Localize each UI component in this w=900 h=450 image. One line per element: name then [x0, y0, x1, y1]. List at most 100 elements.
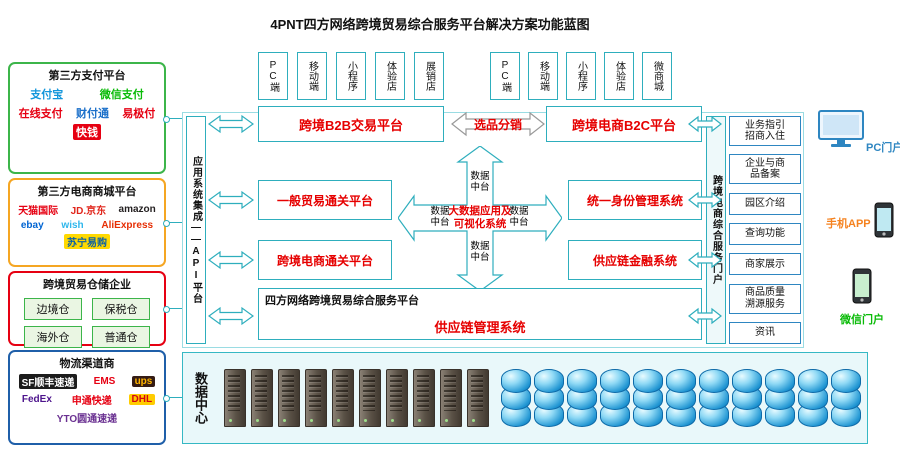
selection-distribution-label: 选品分销 — [473, 117, 522, 132]
mall-logo-grid: 天猫国际 JD.京东 amazon ebay wish AliExpress 苏… — [10, 200, 164, 251]
logo-online-pay: 在线支付 — [18, 108, 63, 120]
server-tower-icon — [386, 369, 408, 427]
database-icon — [567, 369, 597, 427]
channel-label: 小程序 — [345, 61, 357, 91]
server-group — [224, 369, 489, 427]
identity-management-box: 统一身份管理系统 — [568, 180, 702, 220]
data-center-box: 数据中心 — [182, 352, 868, 444]
double-arrow-icon — [207, 306, 255, 331]
logo-amazon: amazon — [118, 204, 156, 215]
database-icon — [600, 369, 630, 427]
warehouse-cell-general: 普通仓 — [92, 326, 150, 348]
database-icon — [831, 369, 861, 427]
server-tower-icon — [413, 369, 435, 427]
mall-panel: 第三方电商商城平台 天猫国际 JD.京东 amazon ebay wish Al… — [8, 178, 166, 267]
mall-panel-title: 第三方电商商城平台 — [37, 186, 137, 198]
logo-ems: EMS — [93, 376, 116, 387]
mobile-app-label: 手机APP — [826, 217, 871, 230]
selection-distribution-arrow: 选品分销 — [450, 109, 546, 139]
database-icon — [765, 369, 795, 427]
database-icon — [633, 369, 663, 427]
server-tower-icon — [278, 369, 300, 427]
portal-bar: 跨境电商综合服务门户 — [706, 116, 726, 344]
logo-jd: JD.京东 — [70, 206, 107, 217]
database-disk — [600, 369, 630, 393]
portal-item-label: 业务指引招商入住 — [745, 119, 785, 143]
channel-b2b-pc: PC端 — [258, 52, 288, 100]
database-disk — [501, 369, 531, 393]
database-disk — [765, 369, 795, 393]
warehouse-panel: 跨境贸易仓储企业 边境仓 保税仓 海外仓 普通仓 — [8, 271, 166, 348]
logo-tenpay: 财付通 — [75, 108, 109, 120]
server-tower-icon — [224, 369, 246, 427]
logistics-logo-grid: SF顺丰速递 EMS ups FedEx 申通快递 DHL YTO圆通速递 — [10, 372, 164, 427]
double-arrow-icon — [688, 306, 722, 331]
warehouse-cell-border: 边境仓 — [24, 298, 82, 320]
service-platform-box: 四方网络跨境贸易综合服务平台 供应链管理系统 — [258, 288, 702, 340]
supply-chain-finance-box: 供应链金融系统 — [568, 240, 702, 280]
smartphone-icon — [874, 202, 894, 243]
double-arrow-icon — [207, 250, 255, 275]
system-label: 一般贸易通关平台 — [276, 193, 373, 208]
system-label: 跨境电商通关平台 — [276, 253, 373, 268]
data-hub-cross: 数据中台 数据中台 数据中台 数据中台 大数据应用及可视化系统 — [397, 145, 563, 292]
channel-b2b-exhibition-store: 展销店 — [414, 52, 444, 100]
data-hub-label-top: 数据中台 — [470, 171, 490, 193]
database-disk — [831, 369, 861, 393]
device-mobile-app: 手机APP — [826, 202, 894, 243]
data-hub-label-bottom: 数据中台 — [470, 241, 490, 263]
server-tower-icon — [305, 369, 327, 427]
database-disk — [534, 369, 564, 393]
channel-b2c-miniprogram: 小程序 — [566, 52, 596, 100]
channel-b2c-micro-mall: 微商城 — [642, 52, 672, 100]
logo-aliexpress: AliExpress — [101, 220, 154, 231]
database-disk — [732, 369, 762, 393]
channel-label: 小程序 — [575, 61, 587, 91]
double-arrow-icon — [688, 114, 722, 139]
logo-suning: 苏宁易购 — [64, 234, 110, 249]
monitor-icon — [818, 110, 864, 155]
portal-item-news: 资讯 — [729, 321, 801, 344]
pc-portal-label: PC门户 — [866, 142, 900, 154]
logistics-panel-title: 物流渠道商 — [59, 358, 115, 370]
database-icon — [666, 369, 696, 427]
server-tower-icon — [467, 369, 489, 427]
b2c-platform-box: 跨境电商B2C平台 — [546, 106, 702, 142]
portal-item-query: 查询功能 — [729, 222, 801, 245]
logo-wechat-pay: 微信支付 — [99, 89, 144, 101]
database-icon — [732, 369, 762, 427]
channel-b2b-miniprogram: 小程序 — [336, 52, 366, 100]
logo-99bill: 快钱 — [73, 124, 101, 140]
warehouse-panel-title: 跨境贸易仓储企业 — [43, 279, 131, 291]
general-trade-customs-box: 一般贸易通关平台 — [258, 180, 392, 220]
cbec-customs-box: 跨境电商通关平台 — [258, 240, 392, 280]
system-label: 供应链金融系统 — [592, 253, 677, 268]
database-icon — [798, 369, 828, 427]
database-disk — [633, 369, 663, 393]
page-title: 4PNT四方网络跨境贸易综合服务平台解决方案功能蓝图 — [270, 17, 590, 32]
logo-tmall: 天猫国际 — [18, 206, 59, 217]
double-arrow-icon — [688, 190, 722, 215]
database-icon — [501, 369, 531, 427]
database-disk — [567, 369, 597, 393]
data-hub-label-left: 数据中台 — [430, 206, 450, 228]
service-platform-title: 四方网络跨境贸易综合服务平台 — [265, 295, 419, 307]
logo-yijifu: 易极付 — [122, 108, 156, 120]
logo-fedex: FedEx — [21, 394, 52, 405]
connector-line — [163, 116, 183, 123]
channel-label: 移动端 — [306, 61, 318, 91]
double-arrow-icon — [688, 250, 722, 275]
portal-item-label: 商品质量溯源服务 — [745, 287, 785, 310]
supply-chain-management-label: 供应链管理系统 — [434, 320, 526, 335]
database-disk — [666, 369, 696, 393]
b2b-platform-label: 跨境B2B交易平台 — [298, 117, 403, 133]
data-center-label: 数据中心 — [193, 372, 208, 424]
channel-label: 微商城 — [651, 61, 663, 91]
device-pc-portal: PC门户 — [818, 110, 900, 155]
portal-item-label: 商家展示 — [745, 258, 785, 270]
portal-item-label: 查询功能 — [745, 228, 785, 240]
portal-item-merchants: 商家展示 — [729, 253, 801, 276]
channel-b2c-experience-store: 体验店 — [604, 52, 634, 100]
channel-label: 体验店 — [613, 61, 625, 91]
logo-sf-express: SF顺丰速递 — [18, 374, 78, 389]
